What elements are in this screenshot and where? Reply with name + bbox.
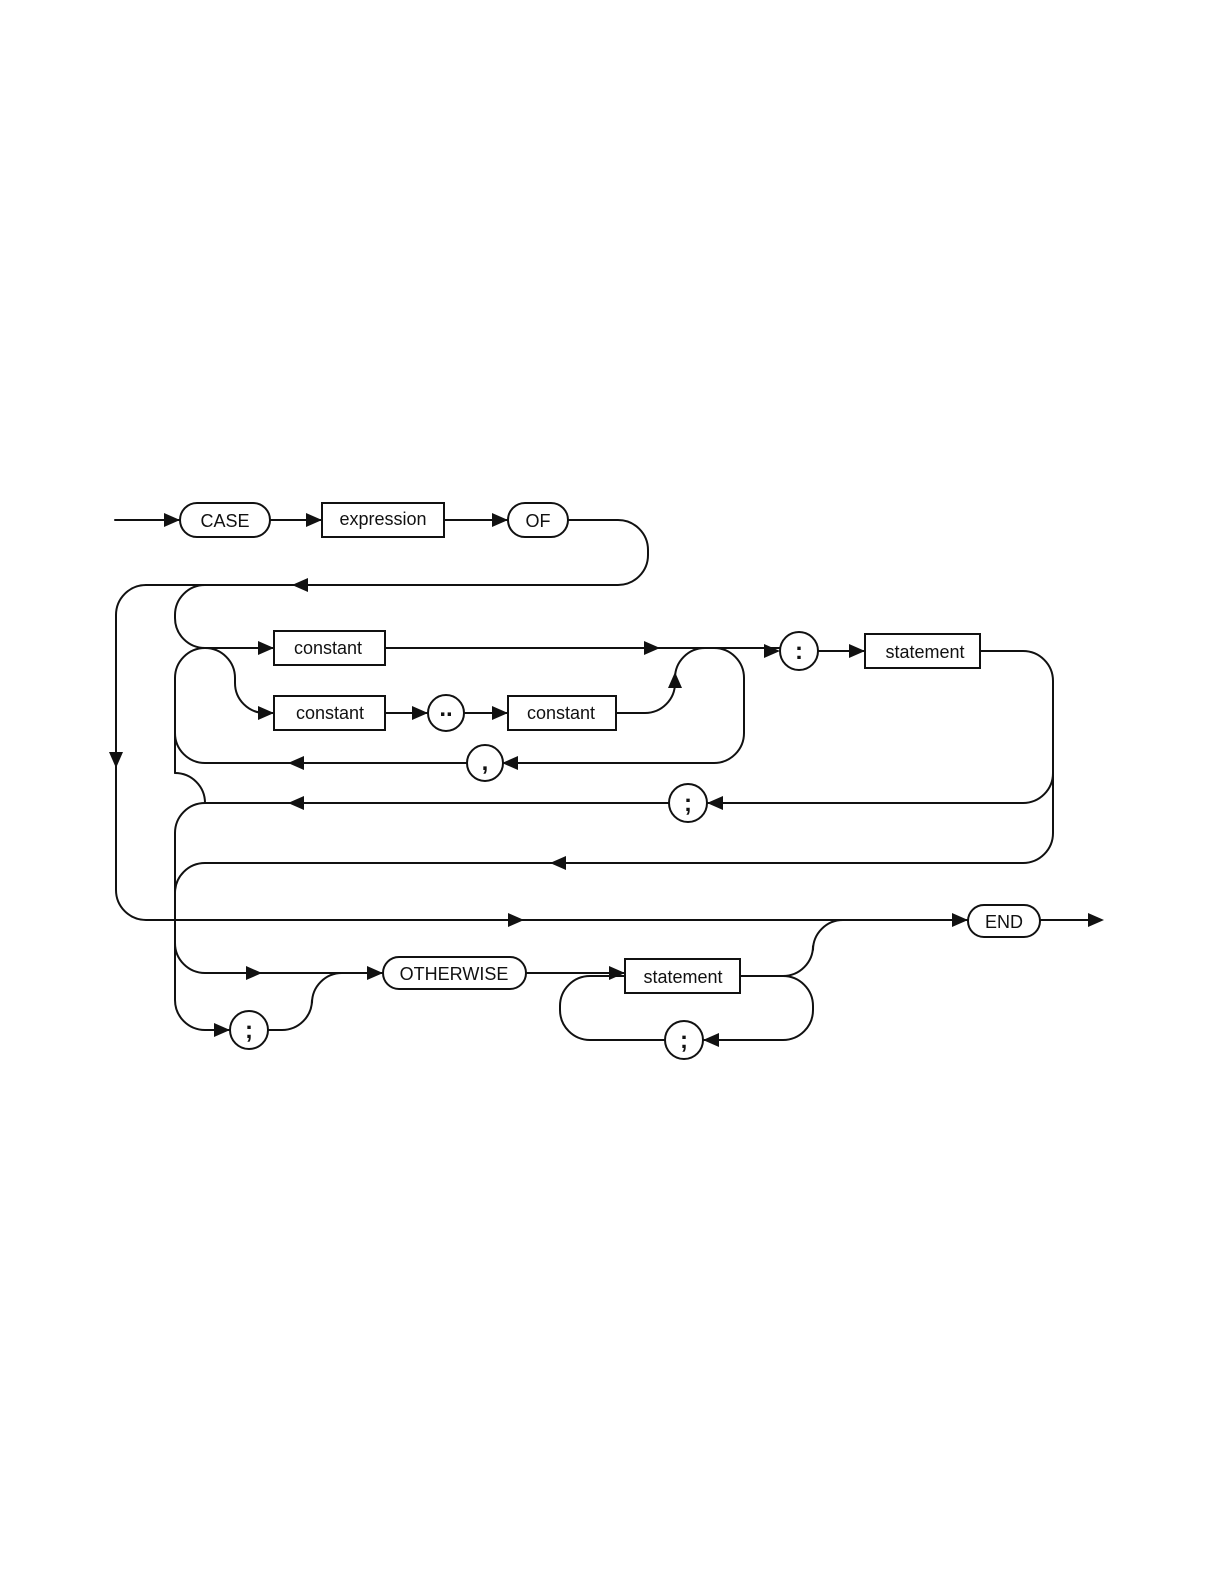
arrow-left-icon — [550, 856, 566, 870]
nonterminal-constant-single: constant — [273, 630, 386, 666]
arrow-right-icon — [246, 966, 262, 980]
terminal-otherwise: OTHERWISE — [382, 956, 527, 990]
nonterminal-constant-range-from-label: constant — [296, 703, 364, 723]
terminal-case: CASE — [179, 502, 271, 538]
terminal-of: OF — [507, 502, 569, 538]
terminal-range-label: .. — [439, 695, 452, 722]
nonterminal-constant-single-label: constant — [294, 638, 362, 658]
nonterminal-constant-range-to-label: constant — [527, 703, 595, 723]
nonterminal-constant-range-to: constant — [507, 695, 617, 731]
arrow-right-icon — [492, 706, 508, 720]
arrow-left-icon — [707, 796, 723, 810]
terminal-semicolon-cases-label: ; — [684, 790, 692, 817]
connector-lines — [114, 519, 1101, 1041]
arrow-right-icon — [412, 706, 428, 720]
arrow-right-icon — [508, 913, 524, 927]
arrow-right-icon — [849, 644, 865, 658]
arrow-left-icon — [288, 796, 304, 810]
terminal-colon-label: : — [795, 638, 803, 665]
arrow-right-icon — [492, 513, 508, 527]
arrow-left-icon — [292, 578, 308, 592]
nonterminal-statement-case-label: statement — [885, 642, 964, 662]
terminal-end-label: END — [985, 912, 1023, 932]
terminal-comma-label: , — [482, 749, 489, 776]
terminal-of-label: OF — [526, 511, 551, 531]
arrow-right-icon — [258, 641, 274, 655]
terminal-semicolon-before-otherwise-label: ; — [245, 1017, 253, 1044]
nonterminal-expression-label: expression — [339, 509, 426, 529]
terminal-semicolon-otherwise-stmts-label: ; — [680, 1027, 688, 1054]
nonterminal-statement-otherwise-label: statement — [643, 967, 722, 987]
terminal-colon: : — [779, 631, 819, 671]
arrow-up-icon — [668, 672, 682, 688]
nonterminal-statement-case: statement — [864, 633, 981, 669]
arrow-left-icon — [502, 756, 518, 770]
terminal-range: .. — [427, 694, 465, 732]
terminal-otherwise-label: OTHERWISE — [400, 964, 509, 984]
terminal-semicolon-before-otherwise: ; — [229, 1010, 269, 1050]
nonterminal-expression: expression — [321, 502, 445, 538]
arrow-right-icon — [258, 706, 274, 720]
arrow-right-icon — [1088, 913, 1104, 927]
terminal-semicolon-cases: ; — [668, 783, 708, 823]
terminal-end: END — [967, 904, 1041, 938]
nonterminal-statement-otherwise: statement — [624, 958, 741, 994]
arrowheads — [109, 513, 1104, 1047]
arrow-down-icon — [109, 752, 123, 768]
arrow-right-icon — [764, 644, 780, 658]
arrow-right-icon — [306, 513, 322, 527]
nonterminal-constant-range-from: constant — [273, 695, 386, 731]
arrow-right-icon — [609, 966, 625, 980]
terminal-case-label: CASE — [200, 511, 249, 531]
arrow-left-icon — [288, 756, 304, 770]
arrow-left-icon — [703, 1033, 719, 1047]
arrow-right-icon — [214, 1023, 230, 1037]
arrow-right-icon — [644, 641, 660, 655]
arrow-right-icon — [367, 966, 383, 980]
arrow-right-icon — [952, 913, 968, 927]
terminal-comma: , — [466, 744, 504, 782]
arrow-right-icon — [164, 513, 180, 527]
terminal-semicolon-otherwise-stmts: ; — [664, 1020, 704, 1060]
